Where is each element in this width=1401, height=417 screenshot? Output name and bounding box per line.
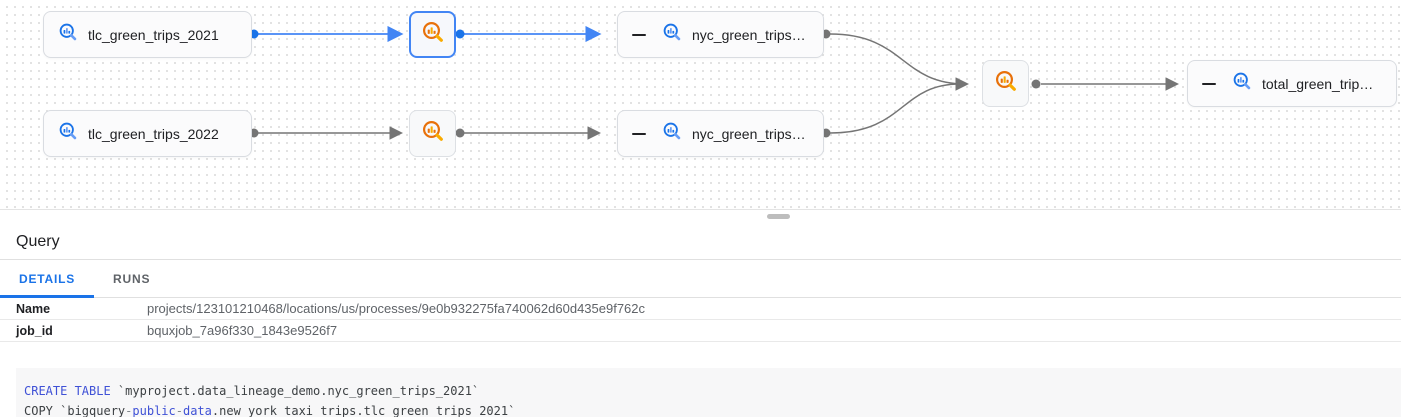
- process-node-3[interactable]: [982, 60, 1029, 107]
- bigquery-table-icon: [58, 22, 78, 47]
- bigquery-table-icon: [58, 121, 78, 146]
- node-label: total_green_trip…: [1262, 75, 1374, 92]
- query-panel: Query DETAILS RUNS Name projects/1231012…: [0, 224, 1401, 417]
- tab-runs[interactable]: RUNS: [113, 271, 151, 286]
- node-tlc-green-trips-2022[interactable]: tlc_green_trips_2022: [43, 110, 252, 157]
- sql-text: .new_york_taxi_trips.tlc_green_trips_202…: [211, 404, 516, 417]
- detail-value: bquxjob_7a96f330_1843e9526f7: [147, 323, 338, 338]
- panel-divider: [0, 259, 1401, 260]
- panel-resize-strip: [0, 210, 1401, 224]
- detail-label: Name: [16, 301, 51, 316]
- node-tlc-green-trips-2021[interactable]: tlc_green_trips_2021: [43, 11, 252, 58]
- node-total-green-trips[interactable]: total_green_trip…: [1187, 60, 1397, 107]
- sql-punct: -: [125, 404, 133, 417]
- panel-resize-handle[interactable]: [767, 214, 790, 219]
- collapse-minus-icon[interactable]: [632, 132, 646, 135]
- detail-row-job-id: job_id bquxjob_7a96f330_1843e9526f7: [0, 320, 1401, 342]
- detail-value: projects/123101210468/locations/us/proce…: [147, 301, 646, 316]
- panel-title: Query: [16, 233, 60, 250]
- tab-bar: DETAILS RUNS: [0, 260, 1401, 298]
- sql-code-block: CREATE TABLE `myproject.data_lineage_dem…: [16, 368, 1401, 417]
- sql-keyword: public: [132, 404, 176, 417]
- sql-text: `myproject.data_lineage_demo.nyc_green_t…: [110, 384, 480, 398]
- process-node-1-selected[interactable]: [409, 11, 456, 58]
- bigquery-process-icon: [421, 20, 445, 49]
- sql-keyword: data: [182, 404, 212, 417]
- detail-row-name: Name projects/123101210468/locations/us/…: [0, 298, 1401, 320]
- bigquery-table-icon: [662, 22, 682, 47]
- sql-line-1: CREATE TABLE `myproject.data_lineage_dem…: [24, 381, 1393, 401]
- tab-details[interactable]: DETAILS: [0, 260, 95, 298]
- bigquery-process-icon: [421, 119, 445, 148]
- node-nyc-green-trips-2022[interactable]: nyc_green_trips…: [617, 110, 824, 157]
- detail-label: job_id: [16, 323, 53, 338]
- process-node-2[interactable]: [409, 110, 456, 157]
- bigquery-table-icon: [662, 121, 682, 146]
- node-nyc-green-trips-2021[interactable]: nyc_green_trips…: [617, 11, 824, 58]
- node-label: tlc_green_trips_2021: [88, 26, 219, 43]
- node-label: tlc_green_trips_2022: [88, 125, 219, 142]
- bigquery-table-icon: [1232, 71, 1252, 96]
- sql-punct: -: [175, 404, 183, 417]
- bigquery-process-icon: [994, 69, 1018, 98]
- sql-keyword: CREATE TABLE: [24, 384, 111, 398]
- collapse-minus-icon[interactable]: [1202, 82, 1216, 85]
- sql-line-2: COPY `bigquery-public-data.new_york_taxi…: [24, 401, 1393, 417]
- sql-text: COPY `bigquery: [24, 404, 126, 417]
- collapse-minus-icon[interactable]: [632, 33, 646, 36]
- lineage-canvas[interactable]: tlc_green_trips_2021 tlc_green_trips_202…: [0, 0, 1401, 210]
- node-label: nyc_green_trips…: [692, 26, 806, 43]
- node-label: nyc_green_trips…: [692, 125, 806, 142]
